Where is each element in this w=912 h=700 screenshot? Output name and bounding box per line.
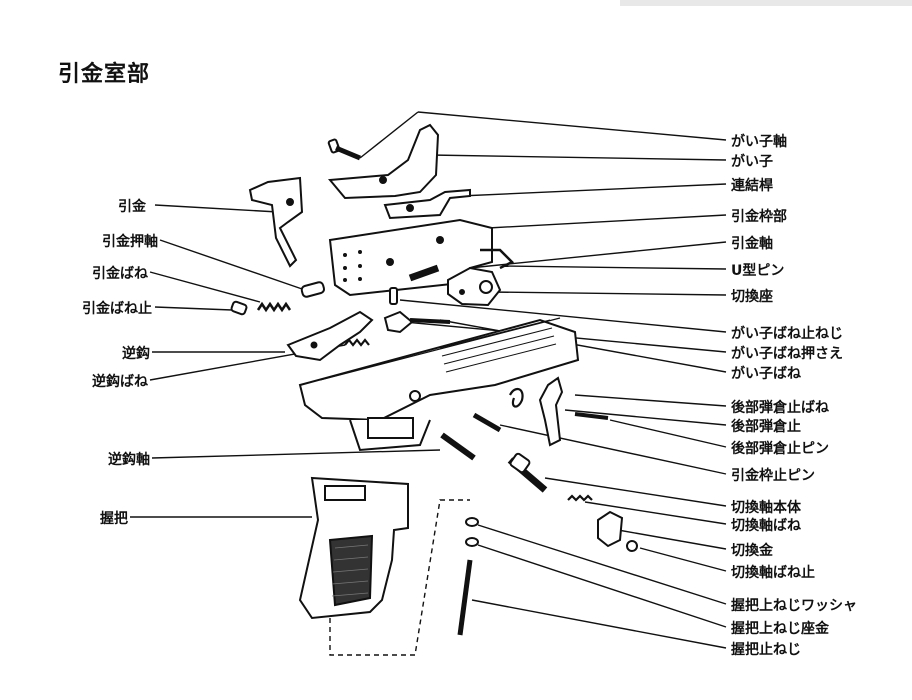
selector-lever-part [597,510,624,548]
u-pin-part [480,248,515,270]
selector-spring-part [567,494,593,502]
selector-seat-part [447,266,502,307]
label-selector-seat: 切換座 [731,289,773,305]
trigger-spring-part [256,301,292,313]
label-hammer-spring-screw: がい子ばね止ねじ [731,326,843,342]
label-trigger: 引金 [118,199,146,215]
connector-part [383,188,471,220]
label-trigger-spring: 引金ばね [92,266,148,282]
label-rear-mag-catch: 後部弾倉止 [731,419,801,435]
label-rear-mag-catch-pin: 後部弾倉止ピン [731,441,829,457]
label-selector-shaft: 切換軸本体 [731,500,801,516]
hammer-spring-screw-part [389,287,398,305]
trigger-part [248,176,304,268]
label-trigger-housing: 引金枠部 [731,209,787,225]
grip-screw-washer-part [465,517,479,527]
grip-screw-seat-part [465,537,479,547]
hammer-spring-retainer-part [383,310,414,334]
rear-mag-catch-pin-part [574,412,609,420]
label-connector: 連結桿 [731,178,773,194]
label-housing-retaining-pin: 引金枠止ピン [731,468,815,484]
hammer-spring-part [409,318,451,324]
sear-pin-part [440,432,476,461]
label-grip-screw-seat: 握把上ねじ座金 [731,621,829,637]
label-trigger-push-pin: 引金押軸 [102,234,158,250]
label-u-pin: U型ピン [731,263,785,279]
label-grip-screw-washer: 握把上ねじワッシャ [731,598,857,614]
hammer-part [328,123,440,200]
label-grip: 握把 [100,511,128,527]
label-sear-pin: 逆鈎軸 [108,452,150,468]
label-sear: 逆鈎 [122,346,150,362]
sear-spring-part [344,338,370,347]
label-selector-lever: 切換金 [731,543,773,559]
label-selector-spring-stop: 切換軸ばね止 [731,565,815,581]
receiver-body-part [298,318,580,422]
trigger-pin-part [408,264,440,282]
label-selector-spring: 切換軸ばね [731,518,801,534]
trigger-spring-stop-part [230,300,248,316]
label-trigger-spring-stop: 引金ばね止 [82,301,152,317]
grip-screw-part [457,559,473,636]
label-hammer-spring-retainer: がい子ばね押さえ [731,346,843,362]
label-sear-spring: 逆鈎ばね [92,374,148,390]
label-grip-screw: 握把止ねじ [731,642,801,658]
housing-retaining-pin-part [472,412,502,433]
rear-mag-catch-part [538,376,564,447]
trigger-push-pin-part [300,281,326,298]
hammer-pin-part [327,138,361,161]
page-title: 引金室部 [58,62,151,87]
leader-lines [130,111,727,649]
rear-mag-catch-spring-part [509,387,524,408]
label-rear-mag-catch-spring: 後部弾倉止ばね [731,400,829,416]
label-trigger-pin: 引金軸 [731,236,773,252]
selector-spring-stop-part [626,540,638,552]
label-hammer-spring: がい子ばね [731,366,801,382]
label-hammer-pin: がい子軸 [731,134,787,150]
parts-drawing [230,123,638,656]
grip-screw-dashed-guide [329,499,470,656]
scan-edge-shade [620,0,912,6]
label-hammer: がい子 [731,154,773,170]
sear-part [286,310,374,362]
